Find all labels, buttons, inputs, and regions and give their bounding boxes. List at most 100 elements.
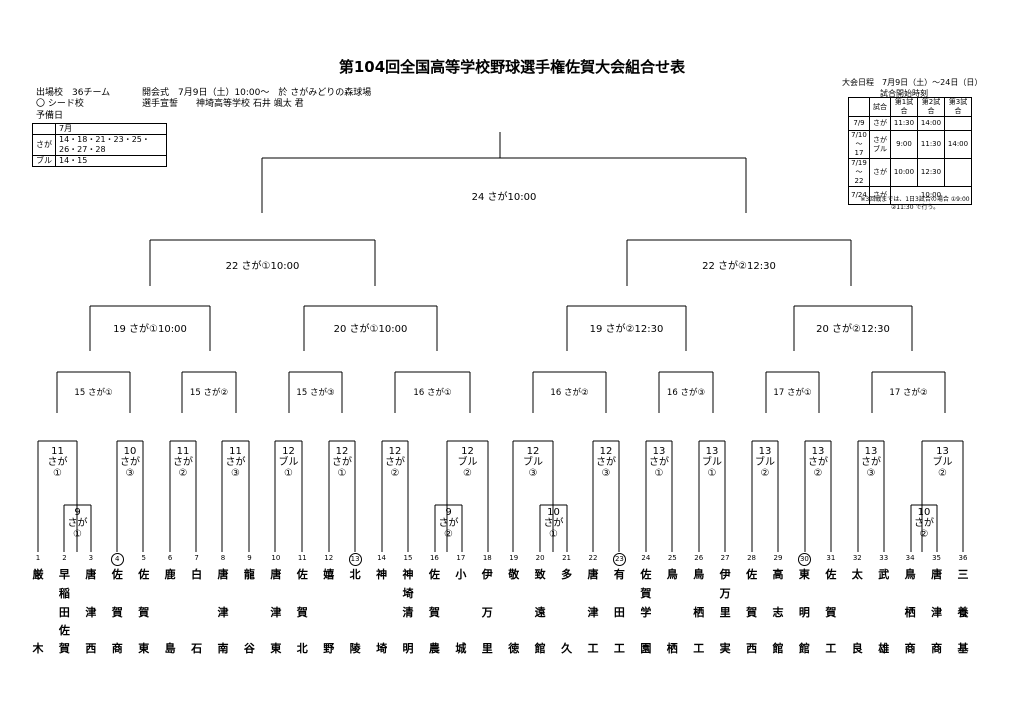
school-number: 9 <box>247 554 252 562</box>
school-name-char: 商 <box>111 642 123 655</box>
school-number: 21 <box>562 554 572 562</box>
school-number: 25 <box>667 554 677 562</box>
round2-label-part: さが <box>120 457 140 468</box>
school-name-char: 島 <box>164 642 176 655</box>
round2-label-part: ① <box>654 468 664 479</box>
school-number: 10 <box>271 554 281 562</box>
school-name-char: 東 <box>270 642 282 655</box>
school-name-char: 鳥 <box>666 568 678 581</box>
school-number: 22 <box>588 554 598 562</box>
semifinal-match-label: 22 さが②12:30 <box>702 261 776 272</box>
round2-label-part: ① <box>284 468 293 479</box>
school-name-char: 雄 <box>878 642 890 655</box>
schedule-table: 試合 第1試合 第2試合 第3試合 7/9 さが 11:30 14:00 7/1… <box>848 97 972 205</box>
sched-cell: さが <box>869 186 891 205</box>
round2-label-part: さが <box>808 457 828 468</box>
round1-label-part: ① <box>549 529 558 540</box>
semifinal-match-label: 22 さが①10:00 <box>225 261 300 272</box>
round1-label-part: ② <box>919 529 929 540</box>
round2-label-part: ② <box>760 468 770 479</box>
round2-label-part: ③ <box>125 468 135 479</box>
school-name-char: 館 <box>798 642 810 655</box>
sched-cell: 9:00 <box>890 130 918 159</box>
school-name-char: 神 <box>376 568 388 581</box>
school-number: 26 <box>694 554 704 562</box>
round2-label-part: 11 <box>229 446 242 457</box>
school-name-char: 三 <box>957 568 969 581</box>
school-name-char: 工 <box>613 642 625 655</box>
quarterfinal-match-label: 20 さが①10:00 <box>333 324 408 335</box>
school-number: 8 <box>220 554 226 562</box>
round2-label-part: ブル <box>932 457 953 468</box>
school-name-char: 太 <box>851 568 863 581</box>
sched-cell <box>944 158 972 187</box>
round2-label-part: ① <box>707 468 717 479</box>
school-name-char: 鳥 <box>904 568 916 581</box>
school-name-char: 鳥 <box>693 568 705 581</box>
round1-label-part: 10 <box>547 507 560 518</box>
round2-label-part: 13 <box>811 446 825 457</box>
round2-label-part: ③ <box>528 468 538 479</box>
school-name-char: 園 <box>640 642 652 655</box>
round2-label-part: 11 <box>51 446 64 457</box>
school-number: 30 <box>797 553 811 566</box>
round2-label-part: ③ <box>866 468 876 479</box>
school-name-char: 佐 <box>428 568 440 581</box>
school-name-char: 遠 <box>534 606 546 619</box>
school-name-char: 学 <box>640 606 652 619</box>
school-name-char: 東 <box>798 568 810 581</box>
school-number: 28 <box>747 554 757 562</box>
school-name-char: 唐 <box>931 568 943 581</box>
school-name-char: 龍 <box>243 568 255 581</box>
school-name-char: 武 <box>878 568 890 581</box>
school-number: 16 <box>429 554 439 562</box>
school-name-char: 良 <box>851 642 863 655</box>
school-number: 15 <box>403 554 413 562</box>
school-name-char: 厳 <box>32 568 44 581</box>
school-number: 3 <box>88 554 94 562</box>
schedule-title: 大会日程 7月9日（土）～24日（日） <box>842 78 983 87</box>
school-name-char: 賀 <box>138 606 150 619</box>
school-number: 36 <box>958 554 968 562</box>
info-reserve-label: 予備日 <box>36 111 64 121</box>
school-number: 17 <box>456 554 466 562</box>
school-number: 5 <box>141 554 146 562</box>
school-number: 24 <box>641 554 651 562</box>
school-name-char: 万 <box>481 606 493 619</box>
school-name-char: 神 <box>402 568 414 581</box>
page-title: 第104回全国高等学校野球選手権佐賀大会組合せ表 <box>338 58 686 76</box>
school-name-char: 賀 <box>746 606 758 619</box>
school-name-char: 津 <box>587 606 599 619</box>
school-name-char: 埼 <box>402 587 414 600</box>
round1-label-part: 10 <box>917 507 931 518</box>
school-name-char: 早 <box>58 568 70 581</box>
school-name-char: 館 <box>534 642 546 655</box>
school-number: 4 <box>110 553 124 566</box>
round3-match-label: 15 さが③ <box>296 388 335 398</box>
round2-label-part: ブル <box>702 457 722 468</box>
school-name-char: 敬 <box>508 568 520 581</box>
school-name-char: 工 <box>693 642 705 655</box>
round2-label-part: 12 <box>461 446 474 457</box>
school-name-char: 佐 <box>138 568 150 581</box>
school-name-char: 清 <box>402 606 414 619</box>
school-name-char: 稲 <box>58 587 70 600</box>
school-name-char: 鹿 <box>164 568 176 581</box>
school-number: 23 <box>612 553 626 566</box>
school-number: 1 <box>35 554 41 562</box>
school-name-char: 工 <box>825 642 837 655</box>
school-number: 2 <box>62 554 67 562</box>
school-name-char: 万 <box>719 587 731 600</box>
round2-label-part: ② <box>390 468 400 479</box>
round2-label-part: 12 <box>388 446 402 457</box>
school-name-char: 津 <box>931 606 943 619</box>
final-match-label: 24 さが10:00 <box>471 192 537 203</box>
